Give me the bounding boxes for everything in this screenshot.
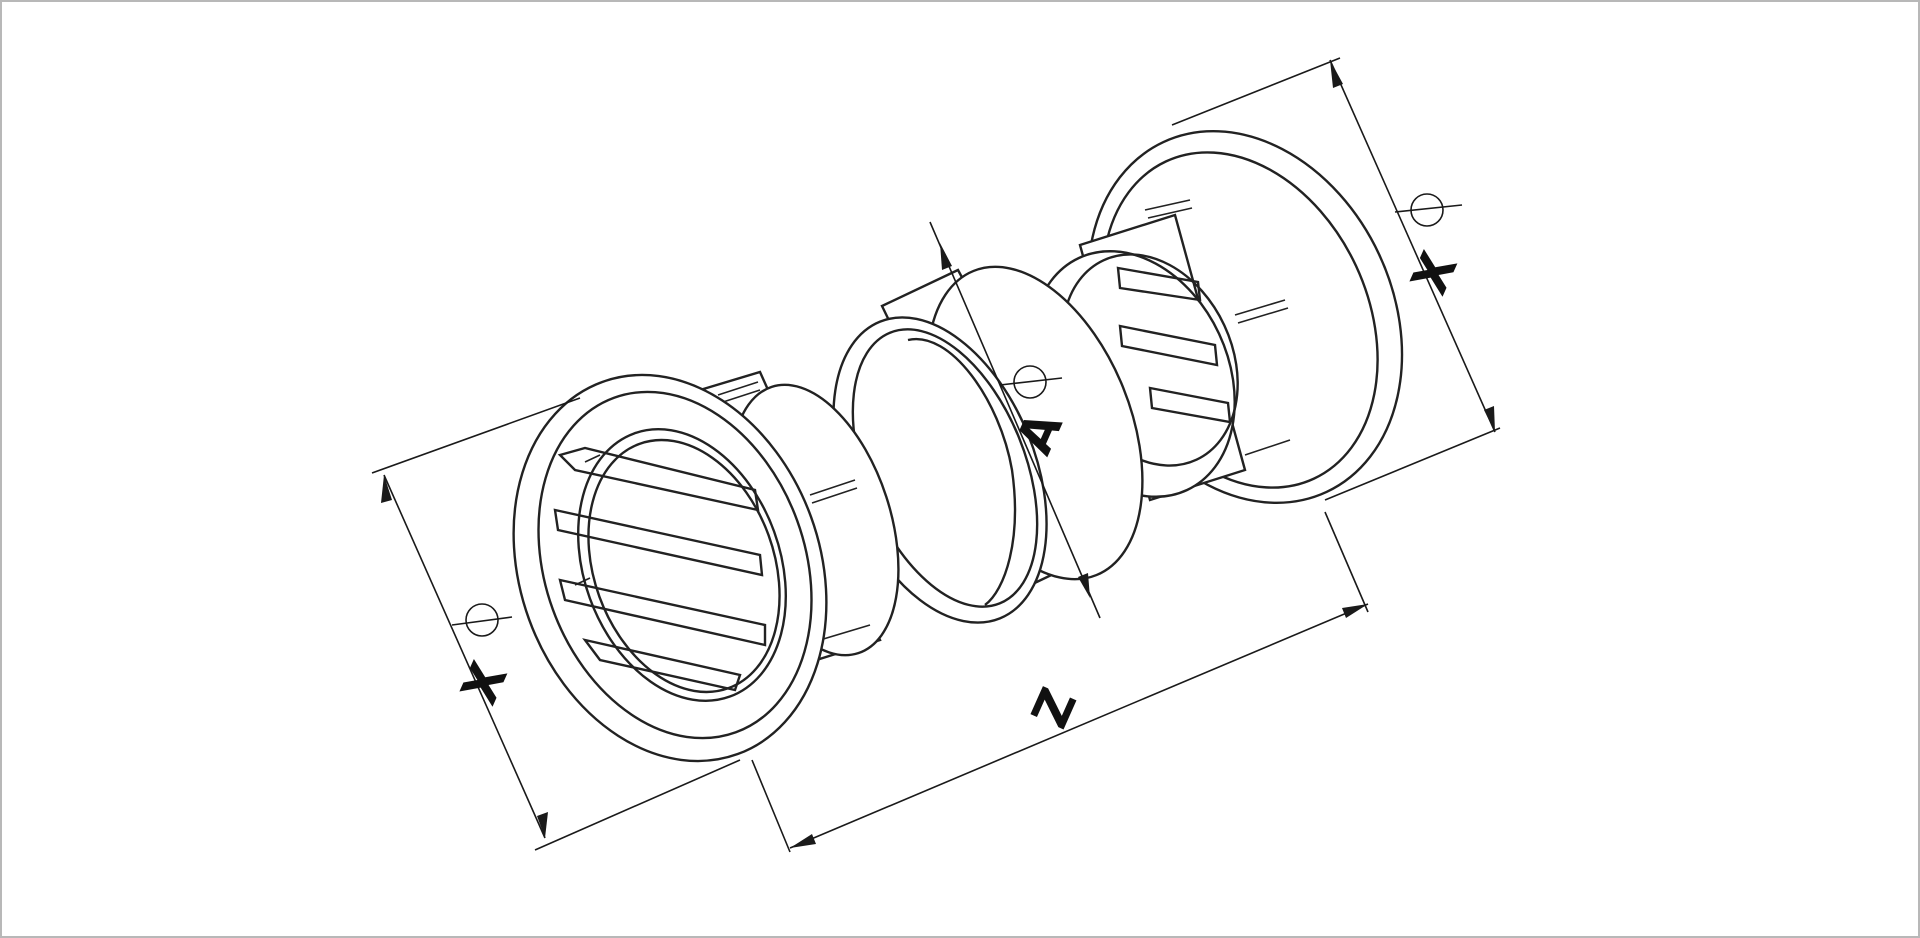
dim-x-right-arrow-top — [1330, 60, 1343, 88]
front-slot-side — [809, 479, 856, 496]
rear-slot-bottom — [1244, 439, 1291, 456]
dimension-x-right: X — [1171, 57, 1501, 501]
front-slot-top-2 — [719, 389, 761, 404]
dim-x-left-ext-bottom — [534, 759, 741, 851]
dim-a-line — [929, 221, 1101, 619]
dim-x-right-line — [1329, 59, 1496, 433]
dim-a-arrow-top — [940, 243, 952, 270]
front-louvre-edge-1 — [584, 454, 601, 463]
rear-slot-top-2 — [1147, 207, 1193, 219]
diameter-symbol-icon — [1394, 193, 1463, 227]
front-flange-mid — [537, 390, 813, 740]
rear-louvre-3 — [1148, 386, 1232, 424]
front-grille — [512, 370, 900, 763]
rear-louvre-1 — [1116, 266, 1202, 302]
ring-inner-wall — [907, 337, 1017, 606]
dim-x-right-label: X — [1400, 244, 1469, 303]
rear-slot-side-2 — [1237, 307, 1289, 324]
rear-slot-top — [1144, 199, 1191, 211]
dim-z-arrow-left — [790, 834, 816, 848]
diameter-symbol-icon — [999, 365, 1063, 399]
dim-a-arrow-bottom — [1078, 573, 1090, 598]
dim-z-ext-left — [751, 759, 791, 853]
front-louvre-2 — [553, 508, 764, 577]
front-louvre-edge-2 — [574, 577, 591, 586]
dim-x-left-ext-top — [371, 397, 581, 474]
dim-x-left-arrow-top — [381, 475, 392, 503]
dim-z-ext-right — [1324, 511, 1369, 613]
front-louvre-3 — [558, 578, 767, 647]
front-opening-outer — [577, 428, 787, 702]
front-louvre-1 — [557, 446, 760, 512]
dim-z-arrow-right — [1342, 604, 1368, 618]
dim-z-label: Z — [1021, 680, 1089, 737]
front-louvre-4 — [582, 638, 742, 692]
dim-x-right-ext-bottom — [1324, 427, 1501, 501]
dim-z-line — [789, 603, 1369, 849]
front-slot-top — [717, 381, 759, 396]
dim-x-right-arrow-bottom — [1484, 406, 1495, 432]
rear-louvre-2 — [1118, 324, 1219, 367]
rear-slot-side — [1234, 299, 1286, 316]
diameter-symbol-icon — [451, 603, 513, 637]
dim-x-right-ext-top — [1171, 57, 1341, 126]
middle-ring — [832, 265, 1144, 624]
dim-x-left-label: X — [450, 654, 519, 713]
front-slot-bottom — [819, 624, 871, 641]
dim-x-left-arrow-bottom — [537, 812, 548, 838]
front-slot-side-2 — [811, 487, 858, 504]
dim-x-left-line — [383, 474, 546, 839]
